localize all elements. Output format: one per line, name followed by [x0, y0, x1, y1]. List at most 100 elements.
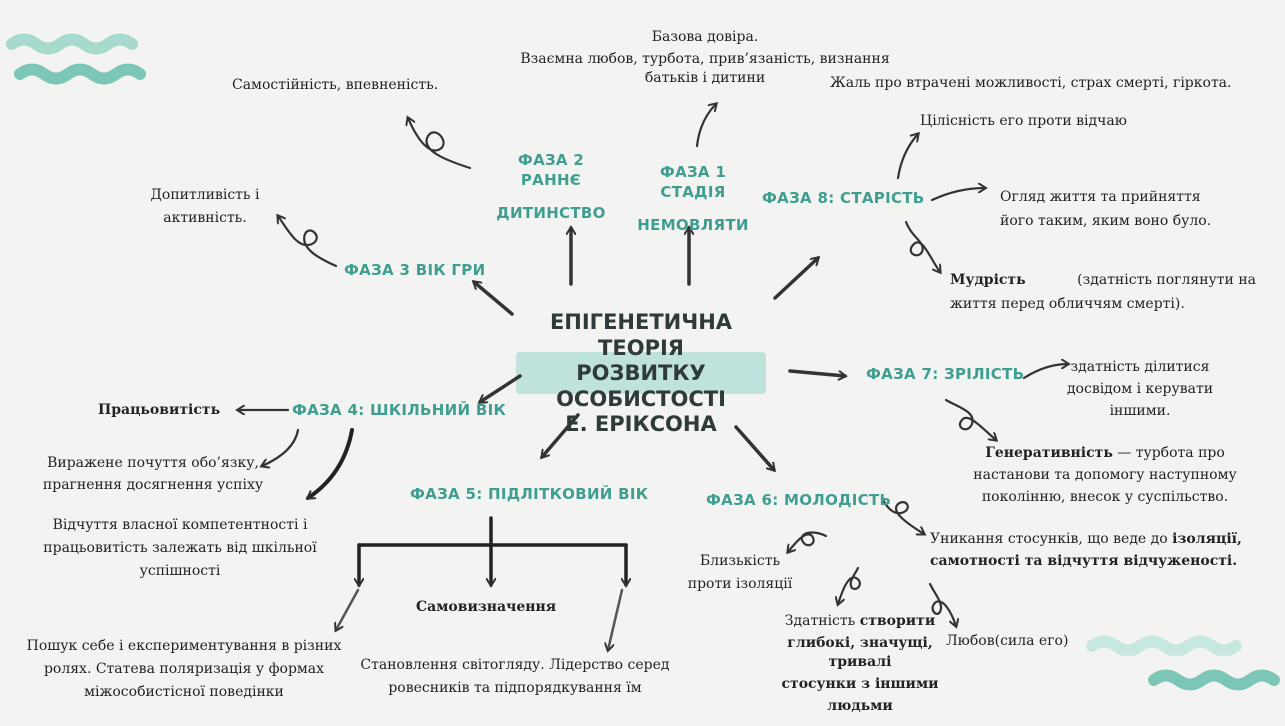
phase-6-avoid-line-2: самотності та відчуття відчуженості.	[930, 552, 1242, 571]
phase-6-avoid-bold-1: ізоляції,	[1172, 531, 1242, 547]
phase-4-competence-line-1: Відчуття власної компетентності і	[52, 517, 308, 533]
phase-6-ability-bold-1: створити	[859, 613, 936, 629]
phase-5-world-note: Становлення світогляду. Лідерство серед …	[350, 656, 680, 698]
phase-8-review-line-2: його таким, яким воно було.	[1000, 212, 1212, 229]
phase-6-label: ФАЗА 6: МОЛОДІСТЬ	[706, 491, 892, 509]
phase-1-note-line-2: Взаємна любов, турбота, прив’язаність, в…	[520, 50, 890, 67]
phase-8-wisdom-line-2: життя перед обличчям смерті).	[950, 295, 1185, 312]
phase-8-wisdom-rest: (здатність поглянути на	[1077, 272, 1256, 288]
phase-7-gen-rest: — турбота про	[1112, 445, 1225, 461]
arrow-p4-competence	[308, 428, 354, 500]
center-title-line-2: РОЗВИТКУ ОСОБИСТОСТІ	[556, 361, 726, 411]
phase-4-duty-line-2: прагнення досягнення успіху	[42, 476, 264, 493]
center-title-line-1: ЕПІГЕНЕТИЧНА ТЕОРІЯ	[549, 310, 733, 360]
arrow-p6-love	[928, 582, 956, 626]
phase-1-line-1: ФАЗА 1 СТАДІЯ	[659, 163, 727, 202]
phase-8-review-line-1: Огляд життя та прийняття	[1000, 189, 1201, 205]
arrow-p8-review	[930, 188, 985, 202]
phase-7-gen-line-1: Генеративність — турбота про	[940, 444, 1270, 463]
phase-7-gen-note: Генеративність — турбота про настанови т…	[940, 444, 1270, 507]
phase-4-label: ФАЗА 4: ШКІЛЬНИЙ ВІК	[292, 401, 507, 419]
phase-6-ability-bold-2: глибокі, значущі, тривалі	[787, 634, 933, 670]
arrow-p5-search	[336, 588, 360, 630]
center-title-line-3: Е. ЕРІКСОНА	[565, 412, 717, 437]
phase-6-avoid-bold-2: самотності та відчуття відчуженості.	[930, 552, 1238, 569]
wave-top-left-2	[14, 63, 146, 85]
phase-5-world-line-2: ровесників та підпорядкування їм	[388, 679, 642, 696]
phase-5-search-note: Пошук себе і експериментування в різних …	[14, 637, 354, 702]
phase-5-search-line-2: ролях. Статева поляризація у формах	[43, 660, 325, 677]
phase-5-search-line-1: Пошук себе і експериментування в різних	[26, 638, 342, 654]
arrow-to-phase-7	[788, 369, 845, 376]
phase-7-share-line-3: іншими.	[1109, 402, 1171, 419]
phase-6-closeness-line-1: Близькість	[699, 553, 781, 569]
phase-7-share-line-1: здатність ділитися	[1070, 359, 1210, 375]
arrow-p4-duty	[262, 428, 300, 466]
phase-7-share-note: здатність ділитися досвідом і керувати і…	[1060, 358, 1220, 421]
phase-6-closeness-note: Близькість проти ізоляції	[680, 552, 800, 594]
arrow-to-phase-8	[773, 258, 818, 300]
wave-bottom-right-2	[1148, 669, 1280, 691]
phase-6-ability-pre: Здатність	[784, 613, 860, 629]
phase-1-label: ФАЗА 1 СТАДІЯ НЕМОВЛЯТИ	[628, 162, 758, 235]
arrow-p5-world	[608, 588, 624, 650]
arrow-to-phase-5	[542, 413, 580, 457]
phase-8-integrity-note: Цілісність его проти відчаю	[920, 113, 1127, 129]
phase-1-note: Базова довіра. Взаємна любов, турбота, п…	[500, 28, 910, 88]
phase-4-diligence-note: Працьовитість	[98, 402, 221, 418]
phase-6-ability-line-4: людьми	[760, 697, 960, 716]
phase-8-wisdom-bold: Мудрість	[950, 272, 1026, 288]
phase-3-label: ФАЗА 3 ВІК ГРИ	[344, 261, 486, 279]
arrow-p6-avoid	[880, 496, 924, 534]
phase-4-competence-note: Відчуття власної компетентності і працьо…	[30, 516, 330, 581]
arrow-p2-note	[408, 118, 472, 170]
phase-8-wisdom-note: Мудрість (здатність поглянути на життя п…	[950, 271, 1256, 314]
phase-8-top-note: Жаль про втрачені можливості, страх смер…	[830, 75, 1232, 91]
phase-6-ability-line-1: Здатність створити	[760, 612, 960, 631]
phase-2-label: ФАЗА 2 РАННЄ ДИТИНСТВО	[486, 150, 616, 223]
arrow-p7-share	[1022, 364, 1068, 380]
phase-7-label: ФАЗА 7: ЗРІЛІСТЬ	[866, 365, 1025, 383]
arrow-to-phase-4	[480, 374, 522, 404]
phase-6-love-note: Любов(сила его)	[946, 633, 1069, 649]
phase-3-note-line-1: Допитливість і	[150, 187, 260, 203]
phase-2-line-2: ДИТИНСТВО	[496, 203, 606, 222]
phase-6-avoid-pre: Уникання стосунків, що веде до	[930, 531, 1173, 547]
phase-4-duty-line-1: Виражене почуття обо’язку,	[47, 455, 259, 471]
phase-8-wisdom-line-1: Мудрість (здатність поглянути на	[950, 271, 1256, 290]
phase-1-note-line-3: батьків і дитини	[644, 69, 766, 86]
phase-1-line-2: НЕМОВЛЯТИ	[637, 215, 749, 234]
phase-1-note-line-1: Базова довіра.	[651, 29, 759, 45]
wave-bottom-right-1	[1086, 635, 1242, 657]
phase-4-competence-line-3: успішності	[139, 562, 221, 579]
phase-5-search-line-3: міжособистісної поведінки	[84, 683, 284, 700]
arrow-to-phase-3	[474, 282, 514, 316]
phase-6-ability-bold-3: стосунки з іншими	[781, 675, 939, 692]
phase-5-self-note: Самовизначення	[416, 599, 557, 615]
phase-4-competence-line-2: працьовитість залежать від шкільної	[43, 539, 317, 556]
arrow-p8-integrity	[896, 134, 918, 180]
phase-2-line-1: ФАЗА 2 РАННЄ	[517, 151, 585, 190]
arrow-p6-closeness	[788, 531, 828, 552]
phase-8-label: ФАЗА 8: СТАРІСТЬ	[762, 189, 925, 207]
arrow-p1-note	[695, 104, 716, 148]
phase-6-ability-bold-4: людьми	[827, 697, 893, 714]
phase-6-avoid-line-1: Уникання стосунків, що веде до ізоляції,	[930, 530, 1242, 549]
arrow-p6-ability	[838, 566, 861, 604]
phase-3-note-line-2: активність.	[163, 209, 247, 226]
phase-6-closeness-line-2: проти ізоляції	[687, 575, 793, 592]
phase-2-note: Самостійність, впевненість.	[232, 77, 439, 93]
phase-3-note: Допитливість і активність.	[140, 186, 270, 228]
arrow-p3-note	[278, 216, 338, 268]
center-title: ЕПІГЕНЕТИЧНА ТЕОРІЯ РОЗВИТКУ ОСОБИСТОСТІ…	[506, 310, 776, 438]
arrow-p8-wisdom	[904, 220, 940, 272]
phase-7-gen-line-3: поколінню, внесок у суспільство.	[981, 488, 1229, 505]
phase-8-review-note: Огляд життя та прийняття його таким, яки…	[1000, 188, 1216, 231]
wave-top-left-1	[6, 33, 138, 55]
arrow-to-phase-6	[734, 425, 774, 470]
phase-6-ability-note: Здатність створити глибокі, значущі, три…	[760, 612, 960, 715]
phase-6-avoid-note: Уникання стосунків, що веде до ізоляції,…	[930, 530, 1242, 571]
center-highlight	[516, 352, 766, 394]
